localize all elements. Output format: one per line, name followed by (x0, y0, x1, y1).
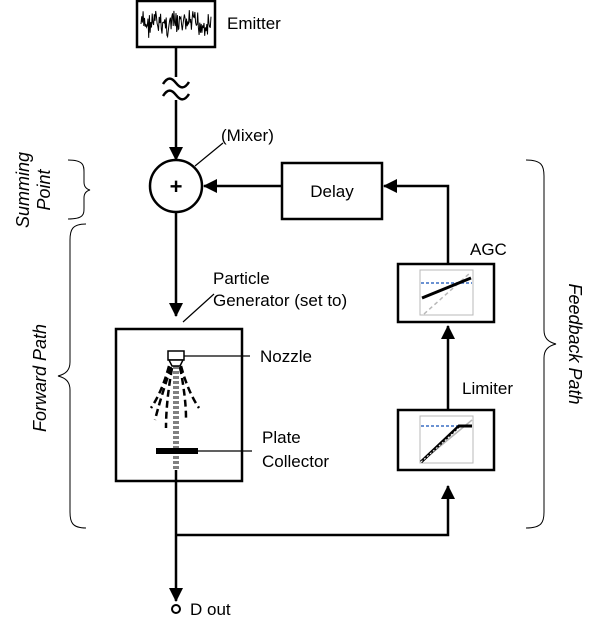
plate-label-line2: Collector (262, 452, 329, 471)
limiter-label: Limiter (462, 379, 513, 398)
mixer-summing-junction: + (148, 158, 204, 214)
nozzle-icon (167, 350, 185, 367)
delay-block (280, 161, 384, 221)
mixer-callout-line (194, 142, 224, 167)
nozzle-label: Nozzle (260, 347, 312, 366)
agc-to-delay-arrow (383, 179, 450, 264)
forward-path-label: Forward Path (30, 324, 50, 432)
feedback-tap-line (176, 485, 455, 537)
summing-point-label-line1: Summing (13, 152, 33, 228)
particle-label-line1: Particle (213, 269, 270, 288)
spray-pattern (149, 365, 201, 429)
emitter-block (135, 0, 217, 49)
feedback-path-brace (525, 159, 557, 529)
feedback-path-label: Feedback Path (565, 283, 585, 404)
emitter-label: Emitter (227, 14, 281, 33)
summing-point-label-line2: Point (34, 168, 54, 210)
agc-label: AGC (470, 240, 507, 259)
plate-label-line1: Plate (262, 428, 301, 447)
forward-path-brace (57, 223, 87, 529)
noise-waveform (140, 10, 212, 39)
mixer-label: (Mixer) (221, 126, 274, 145)
summing-point-brace (67, 159, 91, 220)
plus-sign: + (170, 174, 183, 199)
emitter-line (161, 47, 191, 161)
limiter-block (396, 408, 496, 472)
output-terminal (171, 604, 181, 614)
delay-label: Delay (310, 182, 354, 201)
particle-label-line2: Generator (set to) (213, 291, 347, 310)
output-label: D out (190, 600, 231, 619)
agc-block (396, 262, 496, 324)
particle-callout-line (182, 293, 215, 323)
